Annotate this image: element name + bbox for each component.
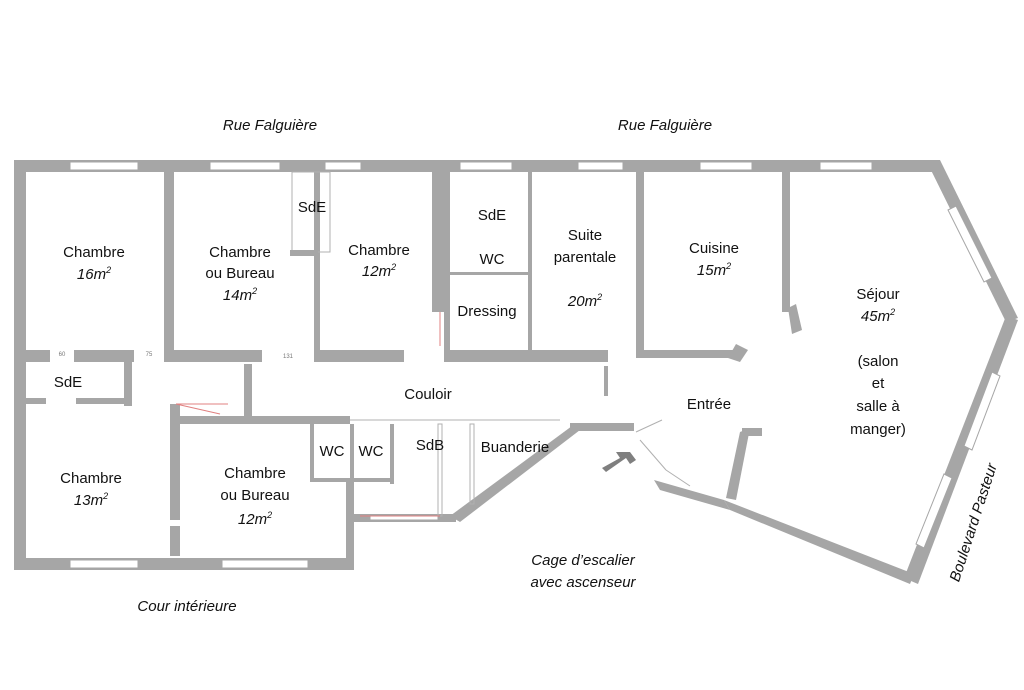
room-area: 45m2 (861, 307, 895, 325)
wall-int (164, 350, 262, 362)
wall-int (444, 350, 608, 362)
stair-label-line2: avec ascenseur (530, 574, 636, 591)
dimension-label: 75 (146, 352, 153, 358)
room-label: WC (480, 251, 505, 268)
wall-buand (469, 423, 475, 505)
window (963, 371, 1001, 451)
wall-sde-left-bot (26, 398, 46, 404)
wall-v (314, 172, 320, 350)
window (69, 161, 139, 171)
window (577, 161, 624, 171)
room-note: manger) (850, 421, 906, 438)
room-label: Chambre (348, 242, 410, 259)
wall-entree-bottom (654, 480, 730, 510)
wall-v (432, 172, 446, 312)
room-note: (salon (858, 353, 899, 370)
wall-int (74, 350, 134, 362)
wall-v (528, 172, 532, 350)
room-label: SdE (478, 207, 506, 224)
wall-h-low (180, 416, 250, 424)
wall-int (314, 350, 404, 362)
wall-bottom-right (724, 500, 914, 584)
window (209, 161, 281, 171)
wall-v-mid (244, 364, 252, 424)
room-label: Chambre (209, 244, 271, 261)
room-label: WC (359, 443, 384, 460)
dimension-label: 60 (59, 352, 66, 358)
room-label: parentale (554, 249, 617, 266)
window (324, 161, 362, 171)
wall-v (636, 172, 644, 350)
room-label: SdB (416, 437, 444, 454)
wall-entree-stub (742, 428, 762, 436)
wall-v (164, 172, 174, 350)
room-label: SdE (54, 374, 82, 391)
wall-left (14, 160, 26, 568)
room-label: Chambre (60, 470, 122, 487)
sketch-lines (175, 312, 441, 517)
room-area: 16m2 (77, 265, 111, 283)
room-label: Dressing (457, 303, 516, 320)
window (915, 473, 953, 549)
room-area: 12m2 (238, 510, 272, 528)
wall-diagonal-stair (450, 426, 580, 522)
wall-v (782, 172, 790, 312)
wall-wc (390, 424, 394, 484)
wall-post (604, 366, 608, 396)
wall-h-low2 (250, 416, 350, 424)
room-label: ou Bureau (220, 487, 289, 504)
wall-suite-split (448, 272, 528, 275)
room-area: 13m2 (74, 491, 108, 509)
street-label-top-left: Rue Falguière (223, 117, 317, 134)
walls (14, 160, 1018, 584)
window (819, 161, 873, 171)
window (947, 205, 993, 283)
room-area: 20m2 (567, 292, 602, 310)
wall-entree-side (726, 428, 750, 500)
wall-int (636, 350, 740, 358)
wall-bottom-step (346, 480, 354, 570)
room-label: Cuisine (689, 240, 739, 257)
wall-v-stub (788, 304, 802, 334)
room-note: et (872, 375, 885, 392)
room-area: 15m2 (697, 261, 731, 279)
wall-int-corner (728, 344, 748, 362)
room-label: Buanderie (481, 439, 549, 456)
room-note: salle à (856, 398, 900, 415)
room-label: Entrée (687, 396, 731, 413)
room-label: WC (320, 443, 345, 460)
wall-sde (290, 250, 318, 256)
entrance-arrow-icon (602, 452, 636, 472)
window (69, 559, 139, 569)
entry-doors (635, 419, 691, 487)
wall-sde-left-bot2 (76, 398, 130, 404)
window (221, 559, 309, 569)
room-label: Chambre (63, 244, 125, 261)
room-label: Couloir (404, 386, 452, 403)
wall-v-low2 (170, 526, 180, 556)
wall-v-low (170, 404, 180, 520)
room-label: ou Bureau (205, 265, 274, 282)
wall-stair-top (570, 423, 634, 431)
room-label: Séjour (856, 286, 899, 303)
wall-int (14, 350, 50, 362)
room-area: 14m2 (223, 286, 257, 304)
room-area: 12m2 (362, 262, 396, 280)
dimension-label: 131 (283, 354, 294, 360)
wall-wc-bottom (310, 478, 394, 482)
wall-wc (310, 424, 314, 480)
stair-label-line1: Cage d’escalier (531, 552, 635, 569)
wall-sde-left (124, 362, 132, 406)
window (369, 515, 439, 521)
wall-v (444, 172, 450, 350)
room-label: Chambre (224, 465, 286, 482)
street-label-top-right: Rue Falguière (618, 117, 712, 134)
wall-wc (350, 424, 354, 484)
window (459, 161, 513, 171)
courtyard-label: Cour intérieure (137, 598, 236, 615)
room-label: SdE (298, 199, 326, 216)
room-label: Suite (568, 227, 602, 244)
window (699, 161, 753, 171)
